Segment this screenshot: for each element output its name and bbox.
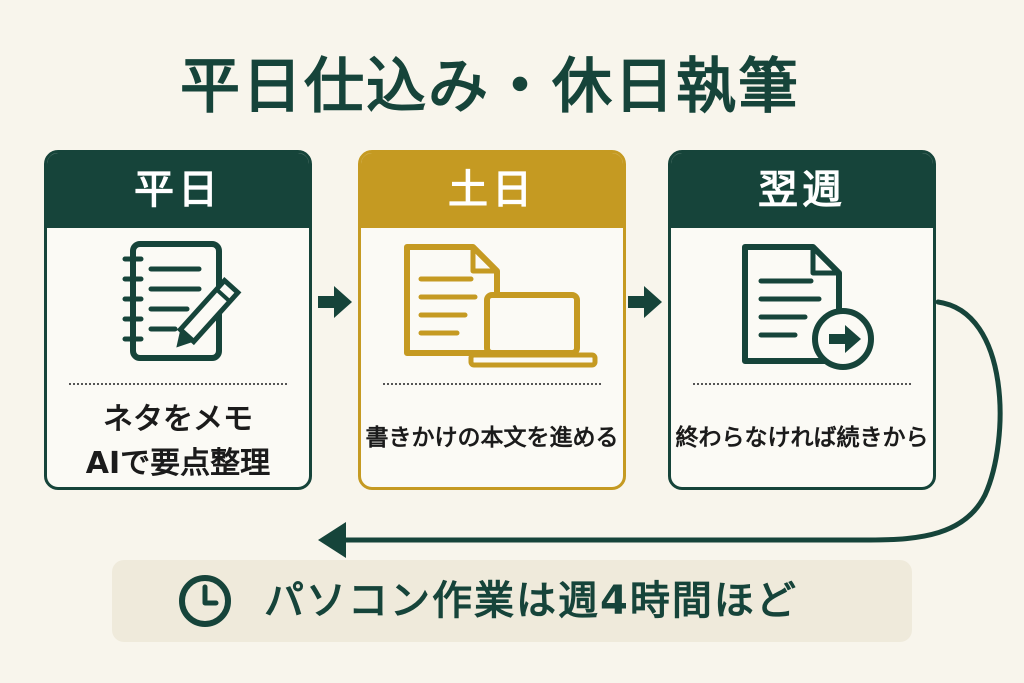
divider: [693, 383, 911, 385]
step-weekday-label: 平日: [47, 153, 309, 228]
step-next-week-text: 終わらなければ続きから: [671, 421, 933, 455]
arrow-right-icon: [318, 286, 352, 318]
footer-note: パソコン作業は週4時間ほど: [112, 560, 912, 642]
divider: [383, 383, 601, 385]
step-weekday-text: ネタをメモ AIで要点整理: [47, 398, 309, 486]
arrow-right-icon: [628, 286, 662, 318]
step-next-week-card: 翌週 終わらなければ続きから: [668, 150, 936, 490]
document-forward-icon: [742, 244, 874, 370]
page-title: 平日仕込み・休日執筆: [180, 52, 800, 122]
step-weekend-text: 書きかけの本文を進める: [361, 421, 623, 455]
step-next-week-label: 翌週: [671, 153, 933, 228]
divider: [69, 383, 287, 385]
step-next-week-line-1: 終わらなければ続きから: [675, 425, 929, 451]
step-weekday-line-1: ネタをメモ: [103, 402, 253, 437]
step-weekday-line-2: AIで要点整理: [85, 446, 271, 481]
step-weekend-card: 土日 書きかけの本文を進める: [358, 150, 626, 490]
step-weekend-label: 土日: [361, 153, 623, 228]
document-laptop-icon: [404, 244, 598, 368]
step-weekday-card: 平日 ネタをメモ AIで要点整理: [44, 150, 312, 490]
step-weekend-line-1: 書きかけの本文を進める: [365, 425, 619, 451]
footer-text: パソコン作業は週4時間ほど: [264, 578, 798, 624]
clock-icon: [179, 575, 231, 627]
notebook-pencil-icon: [122, 241, 242, 361]
